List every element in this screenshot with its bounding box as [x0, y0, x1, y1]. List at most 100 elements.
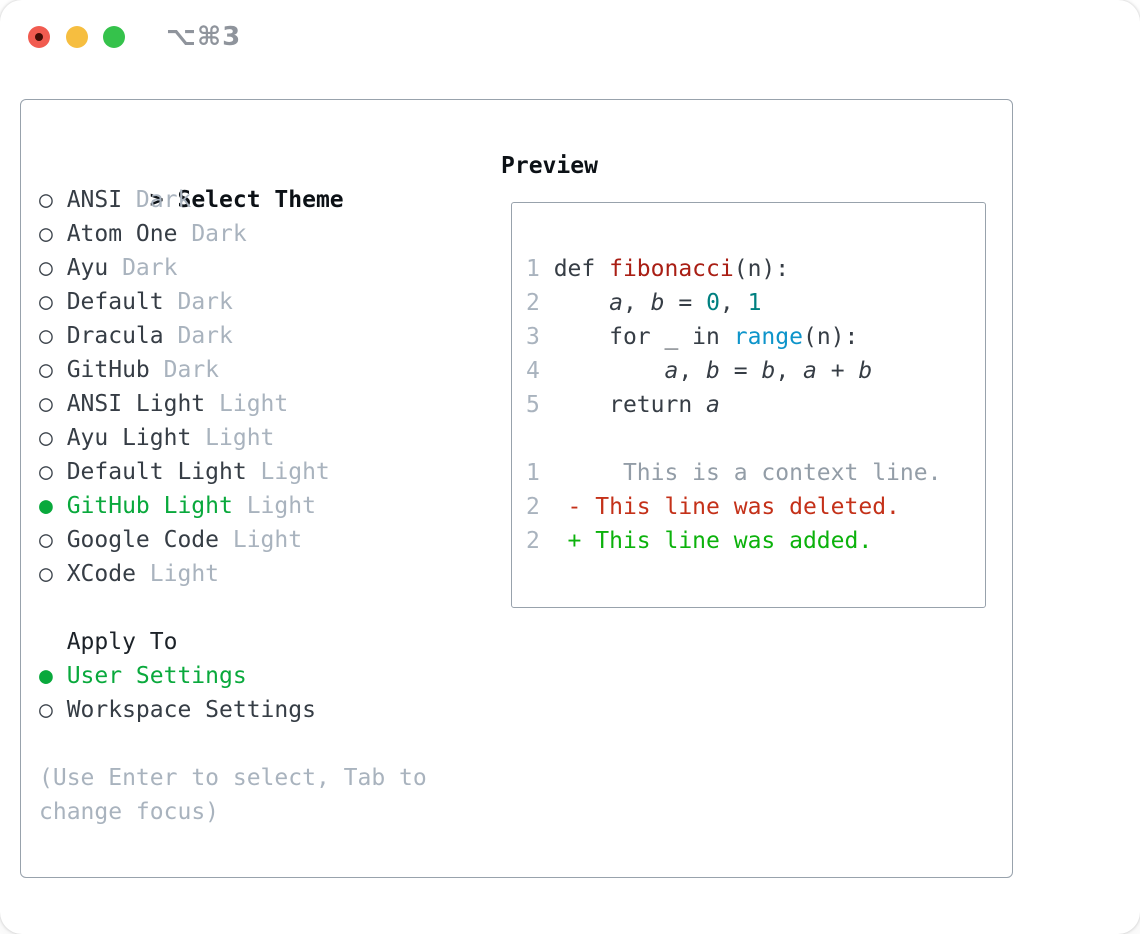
radio-icon: ○ [39, 697, 53, 723]
radio-icon: ○ [39, 255, 53, 281]
option-variant-label: Light [219, 391, 289, 417]
code-token: This is a context line. [553, 460, 942, 486]
code-token: = [719, 358, 762, 384]
code-line: 4 a, b = b, a + b [526, 354, 941, 388]
radio-icon: ○ [39, 561, 53, 587]
code-token: (n): [733, 256, 790, 282]
code-token: b [650, 290, 665, 316]
radio-icon: ○ [39, 323, 53, 349]
option-label: XCode [66, 561, 136, 587]
code-line: 5 return a [526, 388, 941, 422]
hint-line-1: (Use Enter to select, Tab to [39, 765, 427, 791]
radio-icon: ○ [39, 187, 53, 213]
code-line: 2 a, b = 0, 1 [526, 286, 941, 320]
theme-option-xcode[interactable]: ○ XCode Light [39, 557, 427, 591]
code-token: , [775, 358, 804, 384]
option-label: Atom One [66, 221, 178, 247]
preview-title: Preview [501, 153, 598, 179]
close-button[interactable] [28, 26, 50, 48]
hint-text: (Use Enter to select, Tab to change focu… [39, 761, 427, 829]
option-label: ANSI [66, 187, 123, 213]
titlebar: ⌥⌘3 [0, 0, 1140, 75]
code-token: = [664, 290, 707, 316]
code-token: + [816, 358, 859, 384]
option-label: Default Light [66, 459, 247, 485]
code-token: 0 [706, 290, 720, 316]
theme-option-dracula[interactable]: ○ Dracula Dark [39, 319, 427, 353]
radio-icon: ○ [39, 221, 53, 247]
code-token: def [553, 256, 610, 282]
theme-option-github[interactable]: ○ GitHub Dark [39, 353, 427, 387]
option-variant-label: Dark [163, 357, 220, 383]
option-label: GitHub Light [66, 493, 233, 519]
code-token: b [761, 358, 776, 384]
code-token: a [706, 392, 720, 418]
radio-selected-icon: ● [39, 663, 53, 689]
code-token: (n): [802, 324, 859, 350]
code-line: 1 This is a context line. [526, 456, 941, 490]
line-number: 2 [526, 494, 554, 520]
code-token: + This line was added. [553, 528, 873, 554]
zoom-button[interactable] [103, 26, 125, 48]
code-token: 1 [747, 290, 762, 316]
close-dot-icon [35, 33, 43, 41]
theme-option-ansi[interactable]: ○ ANSI Dark [39, 183, 427, 217]
code-token: , [719, 290, 748, 316]
line-number: 1 [526, 460, 554, 486]
theme-picker-header-row: >Select Theme [39, 149, 427, 213]
line-number: 2 [526, 290, 554, 316]
code-token: b [858, 358, 873, 384]
code-token [554, 358, 665, 384]
code-token: a [803, 358, 817, 384]
apply-option-user-settings[interactable]: ● User Settings [39, 659, 427, 693]
code-token: , [678, 358, 707, 384]
apply-option-workspace-settings[interactable]: ○Workspace Settings [39, 693, 427, 727]
line-number: 5 [526, 392, 554, 418]
window-title: ⌥⌘3 [166, 22, 242, 52]
code-token: range [733, 324, 803, 350]
line-number: 1 [526, 256, 554, 282]
line-number: 4 [526, 358, 554, 384]
code-token: b [706, 358, 720, 384]
option-variant-label: Dark [177, 323, 233, 349]
option-label: User Settings [66, 663, 247, 689]
code-token: , [622, 290, 651, 316]
apply-to-title: Apply To [66, 629, 178, 655]
hint-line-2: change focus) [39, 799, 220, 825]
code-token: fibonacci [609, 256, 734, 282]
code-token: return [553, 392, 707, 418]
option-variant-label: Light [246, 493, 316, 519]
radio-icon: ○ [39, 289, 53, 315]
code-token: - This line was deleted. [553, 494, 900, 520]
option-variant-label: Light [205, 425, 275, 451]
option-label: Ayu [66, 255, 109, 281]
radio-icon: ○ [39, 357, 53, 383]
option-label: GitHub [66, 357, 150, 383]
theme-option-atom-one[interactable]: ○ Atom One Dark [39, 217, 427, 251]
code-line: 1 def fibonacci(n): [526, 252, 941, 286]
code-token: for _ in [553, 324, 734, 350]
option-label: Dracula [66, 323, 164, 349]
minimize-button[interactable] [66, 26, 88, 48]
line-number: 3 [526, 324, 554, 350]
code-token: a [664, 358, 679, 384]
option-label: ANSI Light [66, 391, 206, 417]
option-variant-label: Dark [135, 187, 192, 213]
option-variant-label: Dark [191, 221, 247, 247]
radio-icon: ○ [39, 459, 53, 485]
radio-icon: ○ [39, 425, 53, 451]
code-line: 3 for _ in range(n): [526, 320, 941, 354]
option-variant-label: Light [149, 561, 220, 587]
apply-to-list: ● User Settings ○Workspace Settings [39, 659, 427, 727]
